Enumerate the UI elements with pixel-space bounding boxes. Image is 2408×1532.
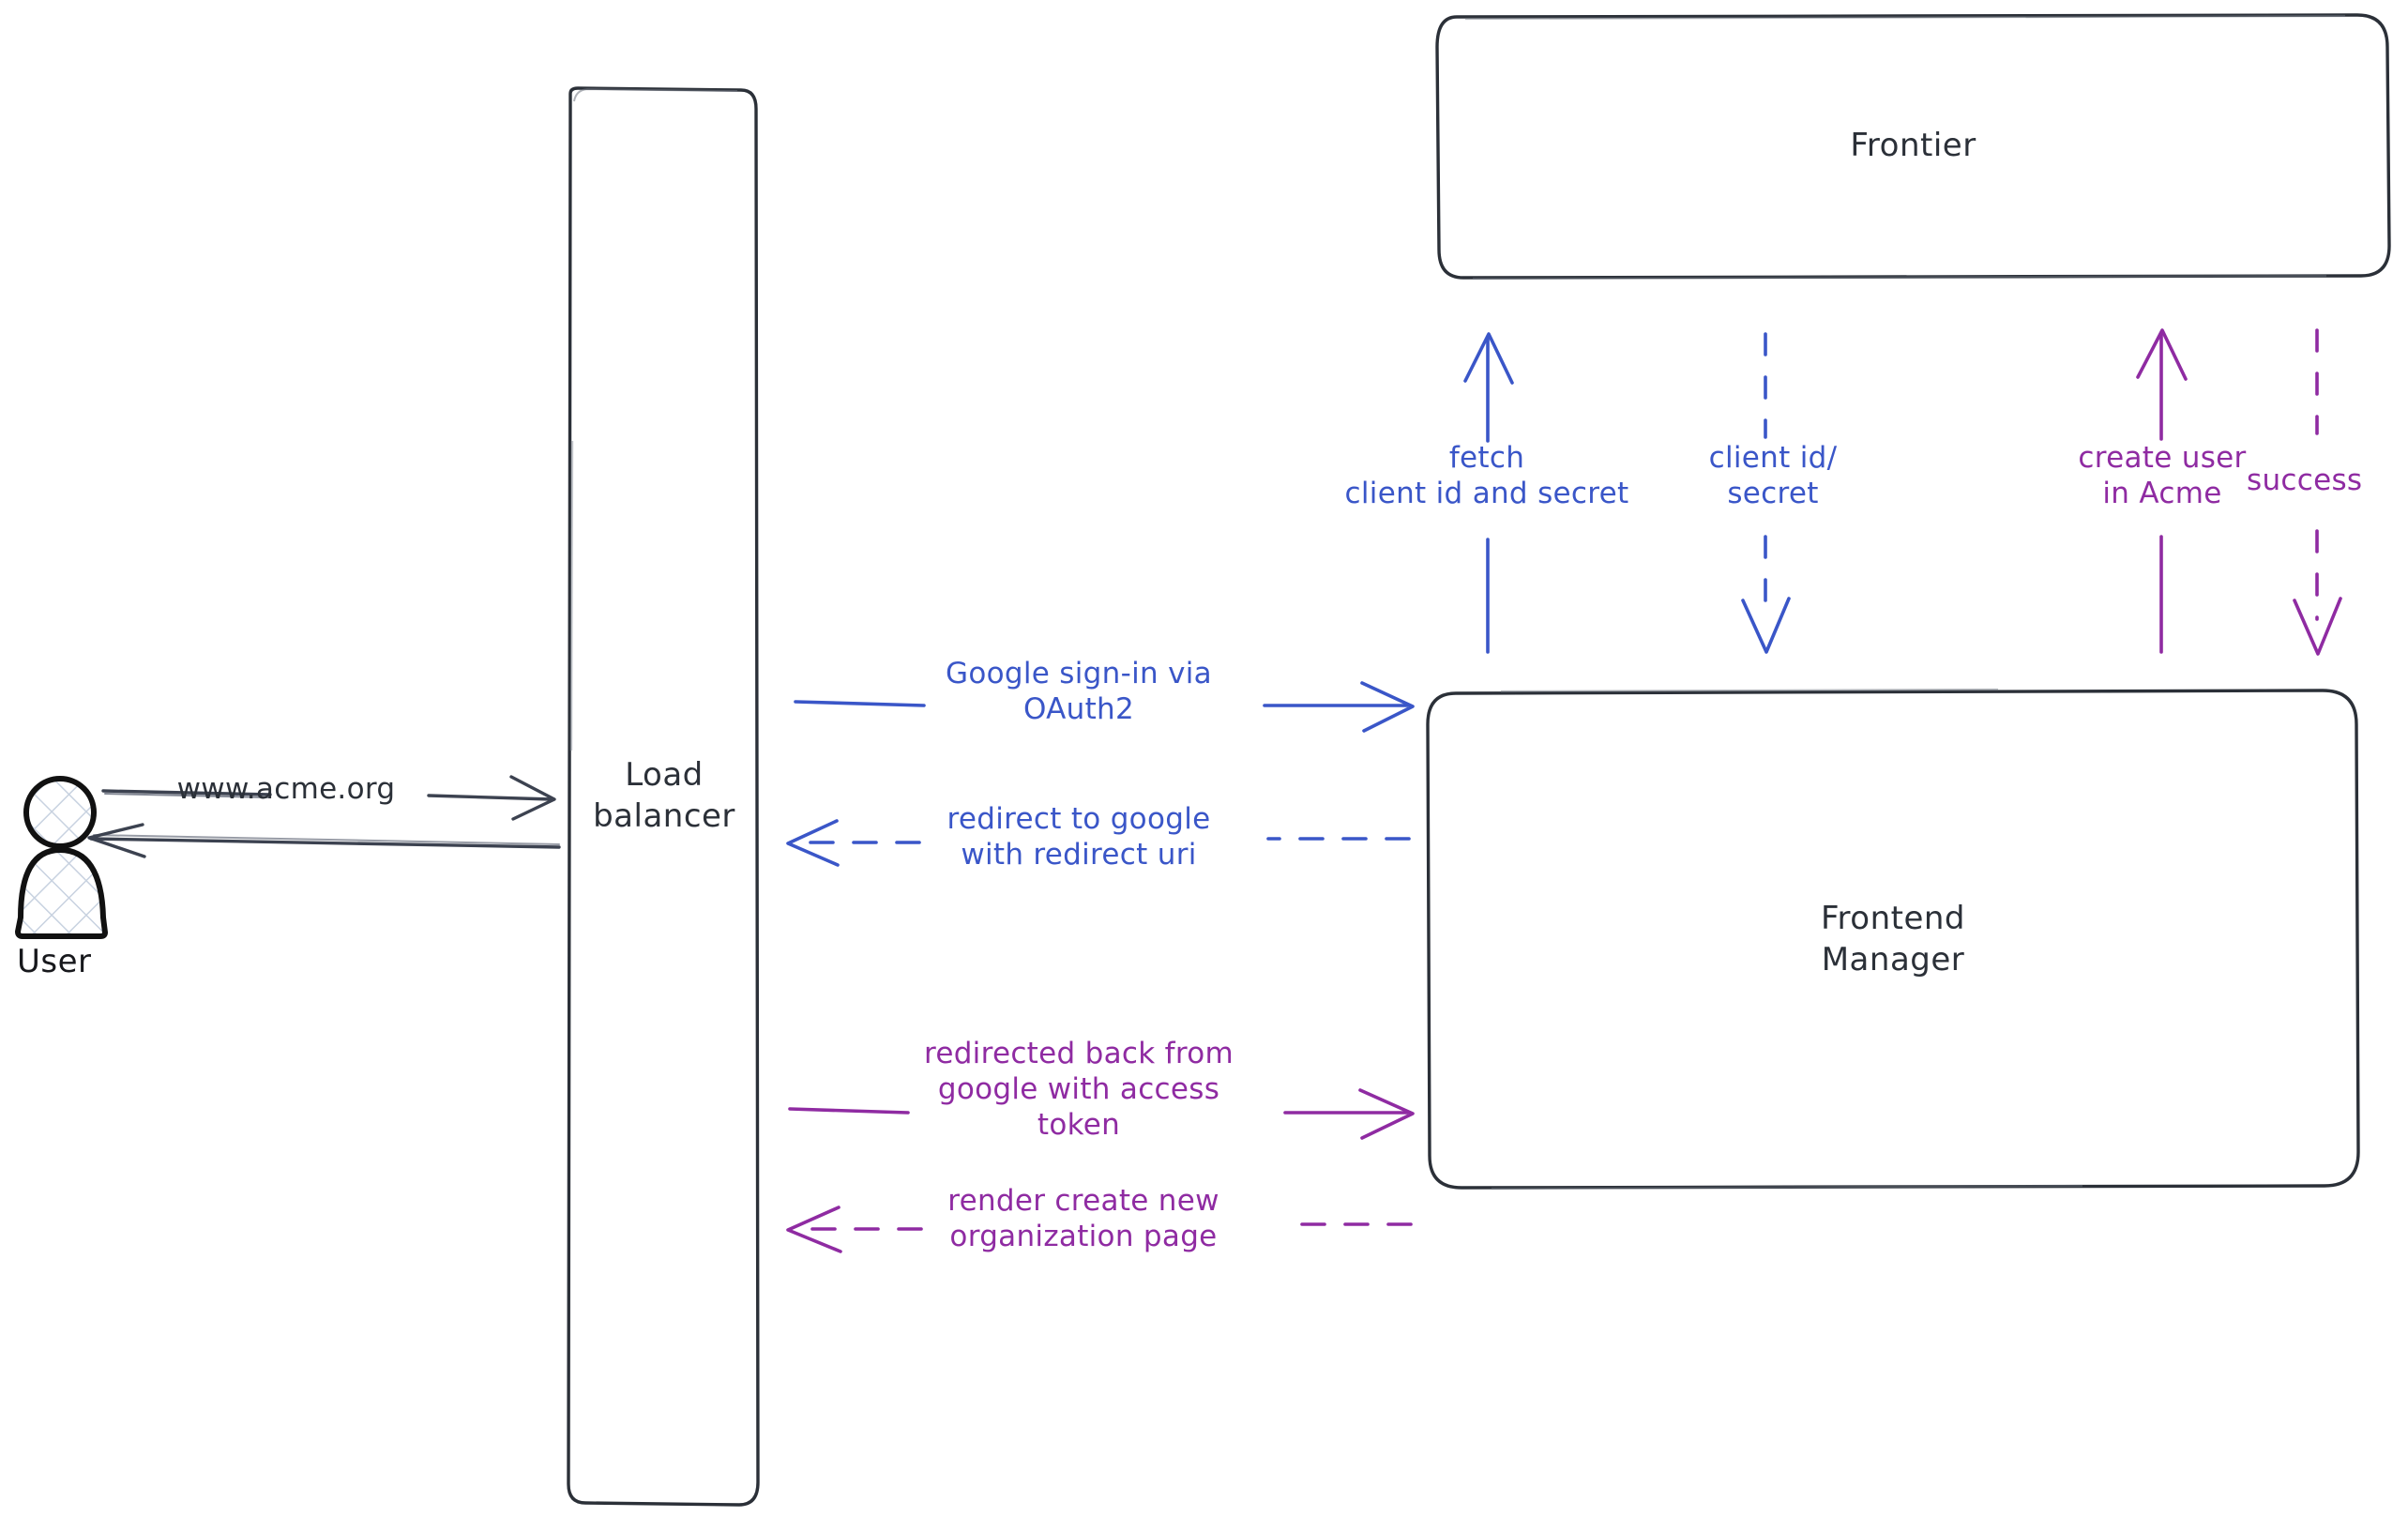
edge-frontier-to-fm-credentials-line	[1741, 332, 1791, 654]
edge-lb-to-user-line	[87, 823, 561, 858]
edge-fm-to-lb-redirect-line	[786, 819, 1411, 867]
node-load-balancer-shape[interactable]	[567, 86, 760, 1507]
edge-frontier-to-fm-success-line	[2293, 328, 2342, 656]
edge-fm-to-lb-render-line	[786, 1206, 1413, 1253]
edge-lb-to-fm-token-line	[788, 1088, 1415, 1140]
edge-fm-to-frontier-create-user-line	[2136, 328, 2188, 654]
person-icon	[15, 776, 108, 939]
node-frontend-manager-shape[interactable]	[1426, 688, 2360, 1191]
edge-lb-to-fm-signin-line	[794, 681, 1415, 733]
edge-user-to-lb-line	[101, 775, 556, 821]
edge-fm-to-frontier-fetch-line	[1463, 332, 1514, 654]
node-frontier-shape[interactable]	[1435, 13, 2391, 281]
